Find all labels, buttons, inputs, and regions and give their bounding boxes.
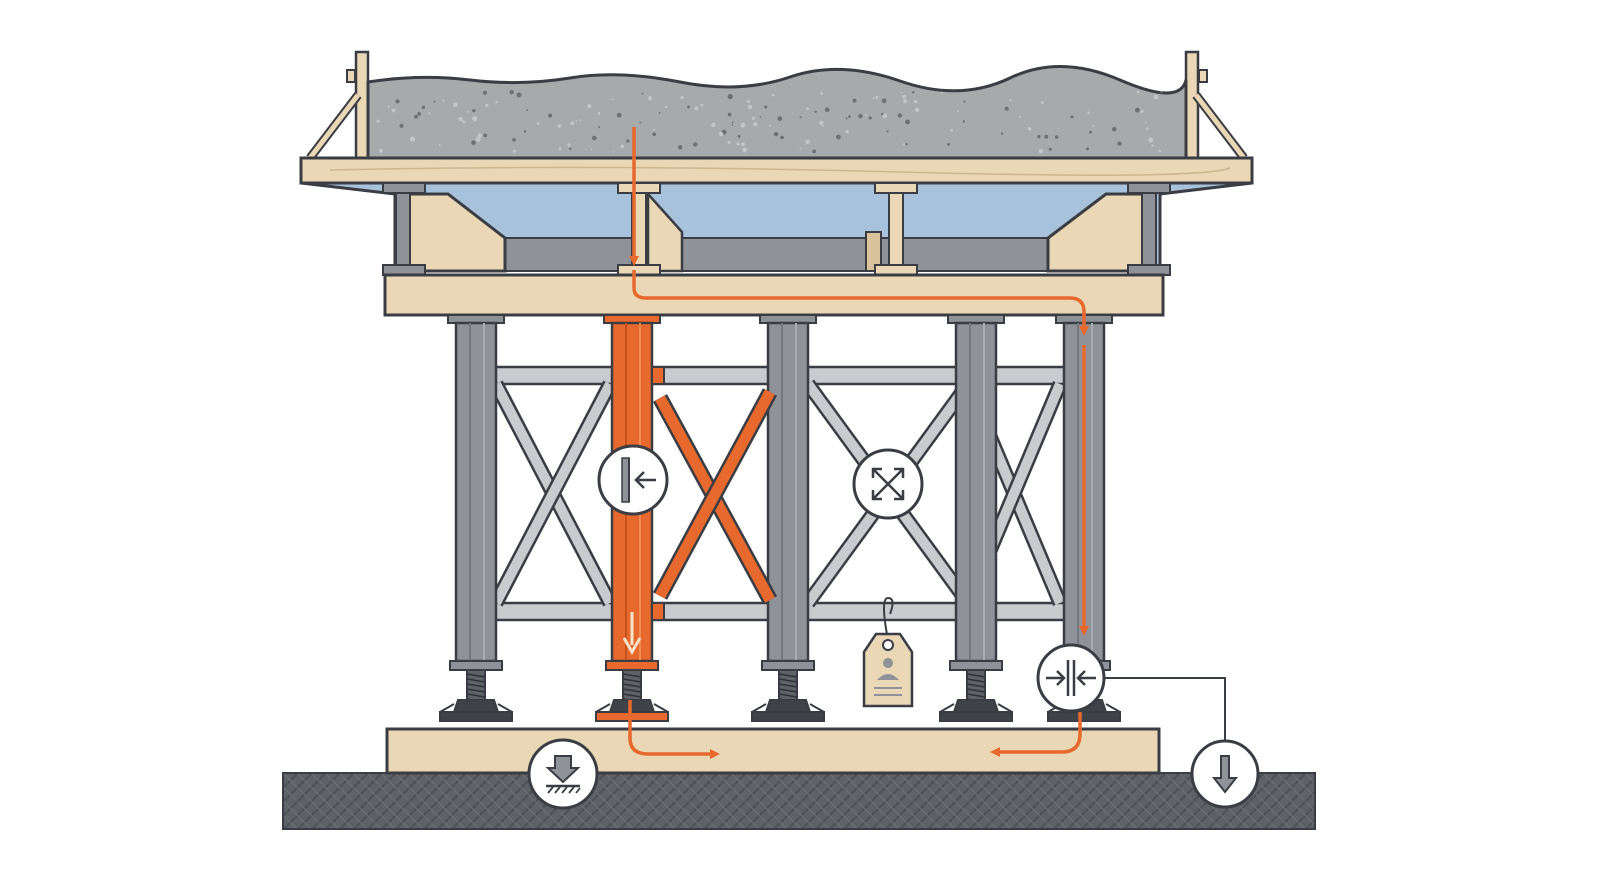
- post-4: [939, 314, 1013, 722]
- beam-cap: [383, 273, 1165, 317]
- lateral-support-icon: [597, 444, 669, 516]
- load-arrow-right-to-sill: [990, 712, 1082, 757]
- highlight-clamp-top: [651, 366, 665, 385]
- compression-icon: [1036, 643, 1106, 713]
- post-1: [439, 314, 513, 722]
- steel-beam-right: [1127, 182, 1171, 276]
- deck-plank: [299, 156, 1254, 185]
- foundation-bearing-icon: [527, 738, 599, 810]
- inspection-tag-icon: [862, 596, 914, 708]
- post-3: [751, 314, 825, 722]
- bracing-icon: [852, 448, 924, 520]
- steel-beam-left: [382, 182, 426, 276]
- concrete-aggregate: [376, 89, 1163, 154]
- formwork-side-right: [1184, 50, 1248, 162]
- formwork-side-left: [306, 50, 370, 162]
- timber-joist-2: [874, 182, 918, 276]
- callout-line: [1104, 677, 1226, 742]
- load-arrow-left-to-sill: [628, 700, 720, 759]
- load-arrow-cap-to-right-post: [632, 270, 1089, 336]
- highlighted-bracing: [651, 366, 778, 621]
- highlight-clamp-bottom: [651, 602, 665, 621]
- ground: [282, 772, 1316, 830]
- concrete-slab: [366, 65, 1188, 160]
- load-down-icon: [1190, 739, 1260, 809]
- load-path: [628, 127, 1089, 759]
